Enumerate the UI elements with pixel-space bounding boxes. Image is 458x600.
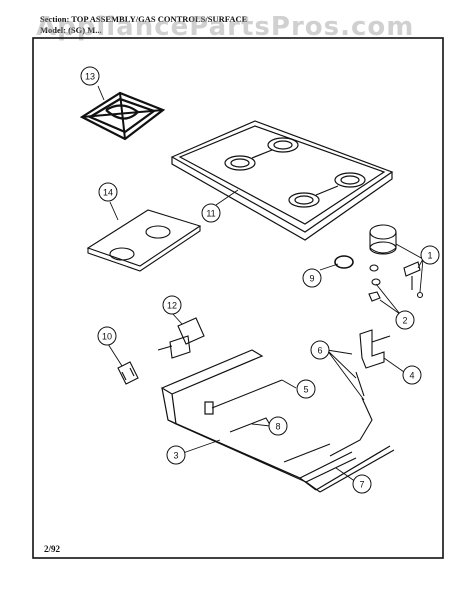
svg-text:1: 1: [427, 251, 432, 261]
callout-6: 6: [310, 340, 330, 360]
model-title: Model: (SG) M...: [40, 25, 102, 35]
orifice-fittings: [368, 264, 381, 302]
callout-14: 14: [98, 182, 118, 202]
callout-9: 9: [302, 268, 322, 288]
svg-text:13: 13: [85, 72, 95, 82]
svg-text:12: 12: [167, 301, 177, 311]
cooktop-main-top: [170, 120, 394, 241]
section-title: Section: TOP ASSEMBLY/GAS CONTROLS/SURFA…: [40, 14, 248, 24]
callout-12: 12: [162, 295, 182, 315]
callout-8: 8: [268, 416, 288, 436]
igniter-electrode: [117, 361, 139, 385]
svg-text:9: 9: [309, 274, 314, 284]
svg-text:4: 4: [409, 371, 414, 381]
watermark-text: AppliancePartsPros.com: [36, 12, 415, 42]
page-border: [32, 37, 444, 559]
burner-grate: [79, 91, 166, 141]
callout-10: 10: [97, 326, 117, 346]
callout-13: 13: [80, 66, 100, 86]
callout-1: 1: [420, 245, 440, 265]
callout-4: 4: [402, 365, 422, 385]
date-code: 2/92: [44, 544, 61, 554]
control-valve-assembly: [369, 224, 424, 299]
svg-text:10: 10: [102, 332, 112, 342]
svg-text:14: 14: [103, 188, 113, 198]
spark-module: [157, 317, 205, 359]
svg-text:7: 7: [359, 480, 364, 490]
svg-text:8: 8: [275, 422, 280, 432]
svg-text:6: 6: [317, 346, 322, 356]
valve-bracket: [359, 329, 391, 369]
svg-text:5: 5: [303, 385, 308, 395]
callout-3: 3: [166, 445, 186, 465]
callout-11: 11: [201, 203, 221, 223]
svg-text:3: 3: [173, 451, 178, 461]
svg-text:11: 11: [206, 209, 215, 219]
svg-text:2: 2: [402, 316, 407, 326]
callout-5: 5: [296, 379, 316, 399]
callout-2: 2: [395, 310, 415, 330]
o-ring: [334, 255, 354, 269]
callout-leaders: [97, 85, 424, 483]
cooktop-side-panel: [86, 209, 202, 272]
callout-7: 7: [352, 474, 372, 494]
